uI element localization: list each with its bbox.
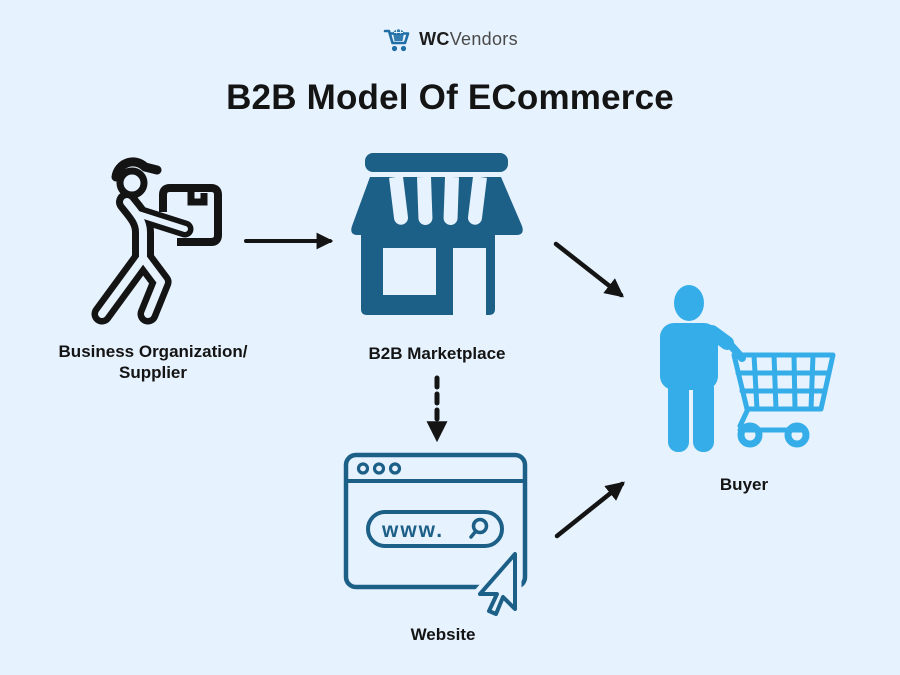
url-bar [366, 510, 504, 548]
person-with-shopping-cart-icon [660, 285, 836, 452]
supplier-label: Business Organization/ Supplier [59, 341, 248, 383]
marketplace-label: B2B Marketplace [368, 344, 506, 363]
brand-name: WCVendors [419, 29, 518, 50]
arrow-marketplace-to-buyer [553, 241, 624, 298]
store-window [383, 248, 436, 295]
magnifier-icon [469, 517, 489, 539]
delivery-person-icon [91, 157, 222, 325]
supplier-label-line1: Business Organization/ [58, 342, 248, 361]
brand-name-light: Vendors [449, 28, 518, 49]
page-title: B2B Model Of ECommerce [226, 78, 674, 117]
brand-logo: WCVendors [0, 24, 900, 54]
browser-window-icon: www. [343, 452, 528, 621]
brand-name-bold: WC [419, 28, 450, 49]
url-text: www. [381, 519, 444, 542]
buyer-label: Buyer [719, 475, 769, 494]
supplier-label-line2: Supplier [118, 363, 187, 382]
arrow-website-to-buyer [554, 481, 625, 539]
store-door [453, 248, 486, 315]
shopping-cart-icon [383, 27, 410, 52]
cursor-arrow-icon [473, 547, 522, 621]
storefront-icon [351, 153, 523, 315]
website-label: Website [410, 625, 476, 644]
